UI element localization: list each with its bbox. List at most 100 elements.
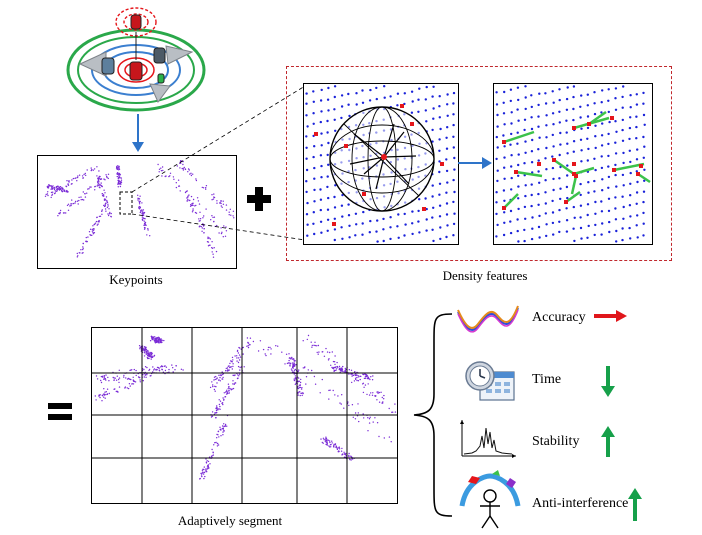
keypoint-dot <box>214 378 216 381</box>
density-dot <box>608 230 611 234</box>
keypoint-dot <box>289 358 292 360</box>
density-dot <box>579 226 583 230</box>
keypoint-dot <box>232 387 235 390</box>
density-dot <box>424 109 427 112</box>
keypoint-dot <box>211 448 213 451</box>
density-dot <box>368 231 371 234</box>
keypoint-dot <box>249 337 252 339</box>
keypoint-dot <box>232 363 234 365</box>
keypoint-dot <box>372 375 374 377</box>
keypoint-dot <box>213 193 215 195</box>
density-dot <box>642 102 645 105</box>
density-dot <box>573 216 576 219</box>
density-dot <box>438 149 441 152</box>
keypoint-dot <box>160 170 163 172</box>
keypoint-dot <box>238 354 241 356</box>
keypoint-dot <box>220 205 222 207</box>
keypoint-dot <box>366 375 368 378</box>
density-dot <box>319 208 322 212</box>
density-dot <box>572 205 575 209</box>
keypoint-dot <box>357 412 359 414</box>
density-dot <box>452 146 455 149</box>
keypoint-dot <box>293 378 295 380</box>
density-dot <box>559 143 562 146</box>
keypoint-dot <box>316 351 318 354</box>
keypoint-dot <box>80 196 82 198</box>
keypoint-dot <box>195 178 197 180</box>
keypoint-dot <box>336 361 338 364</box>
density-dot <box>312 100 315 103</box>
keypoint-dot <box>215 378 218 380</box>
keypoint-dot <box>117 165 119 167</box>
keypoint-dot <box>139 376 141 379</box>
keypoint-dot <box>362 373 364 375</box>
keypoint-dot <box>350 373 352 375</box>
keypoint-dot <box>140 209 142 212</box>
density-dot <box>319 154 323 157</box>
keypoint-dot <box>205 468 207 470</box>
density-dot <box>580 94 583 97</box>
density-dot <box>531 216 534 219</box>
keypoint-dot <box>334 444 336 446</box>
density-dot <box>375 97 378 101</box>
keypoint-dot <box>222 236 224 238</box>
keypoint-dot <box>101 376 104 378</box>
keypoint-dot <box>173 178 175 180</box>
keypoint-dot <box>368 418 371 420</box>
keypoint-dot <box>116 168 119 170</box>
keypoint-dot <box>212 454 214 456</box>
keypoint-dot <box>293 362 295 364</box>
keypoint-dot <box>219 201 221 204</box>
keypoint-dot <box>217 444 220 446</box>
density-dot <box>361 101 365 104</box>
keypoint-dot <box>106 200 108 202</box>
keypoint-dot <box>322 351 324 353</box>
keypoint-dot <box>364 373 366 375</box>
keypoint-dot <box>242 346 244 349</box>
density-dot <box>523 205 527 209</box>
keypoint-dot <box>161 341 163 343</box>
keypoint-dot <box>234 382 236 384</box>
density-dot <box>607 197 611 200</box>
keypoint-dot <box>163 339 165 342</box>
keypoint-dot <box>216 202 218 204</box>
density-dot <box>572 140 576 143</box>
density-dot <box>586 203 590 206</box>
arrow-up-icon <box>628 488 642 521</box>
feature-point <box>587 122 591 126</box>
keypoint-dot <box>306 338 308 341</box>
keypoint-dot <box>100 375 103 378</box>
density-dot <box>509 220 512 223</box>
keypoint-dot <box>220 232 223 235</box>
density-dot <box>397 236 400 239</box>
keypoint-dot <box>328 389 330 392</box>
keypoint-dot <box>348 455 350 458</box>
keypoint-dot <box>94 222 97 224</box>
keypoint-dot <box>300 378 302 381</box>
density-dot <box>544 191 547 194</box>
density-dot <box>537 192 540 196</box>
keypoint-dot <box>215 441 217 444</box>
keypoint-dot <box>215 375 217 378</box>
keypoint-dot <box>152 366 154 368</box>
density-dot <box>502 134 505 137</box>
density-dot <box>600 111 603 114</box>
density-dot <box>629 215 632 218</box>
keypoint-dot <box>211 241 213 243</box>
density-dot <box>621 95 624 99</box>
density-dot <box>418 87 421 90</box>
density-dot <box>355 103 358 106</box>
keypoint-dot <box>180 162 182 164</box>
density-dot <box>431 216 434 219</box>
keypoint-dot <box>219 380 221 382</box>
density-dot <box>629 194 632 197</box>
keypoint-dot <box>335 368 338 370</box>
density-dot <box>313 166 316 170</box>
keypoint-dot <box>182 169 185 171</box>
keypoint-dot <box>78 199 80 202</box>
density-dot <box>305 114 308 117</box>
keypoint-dot <box>239 366 241 369</box>
keypoint-dot <box>378 435 380 438</box>
neighbor-ray <box>383 155 417 158</box>
keypoint-dot <box>133 380 136 383</box>
